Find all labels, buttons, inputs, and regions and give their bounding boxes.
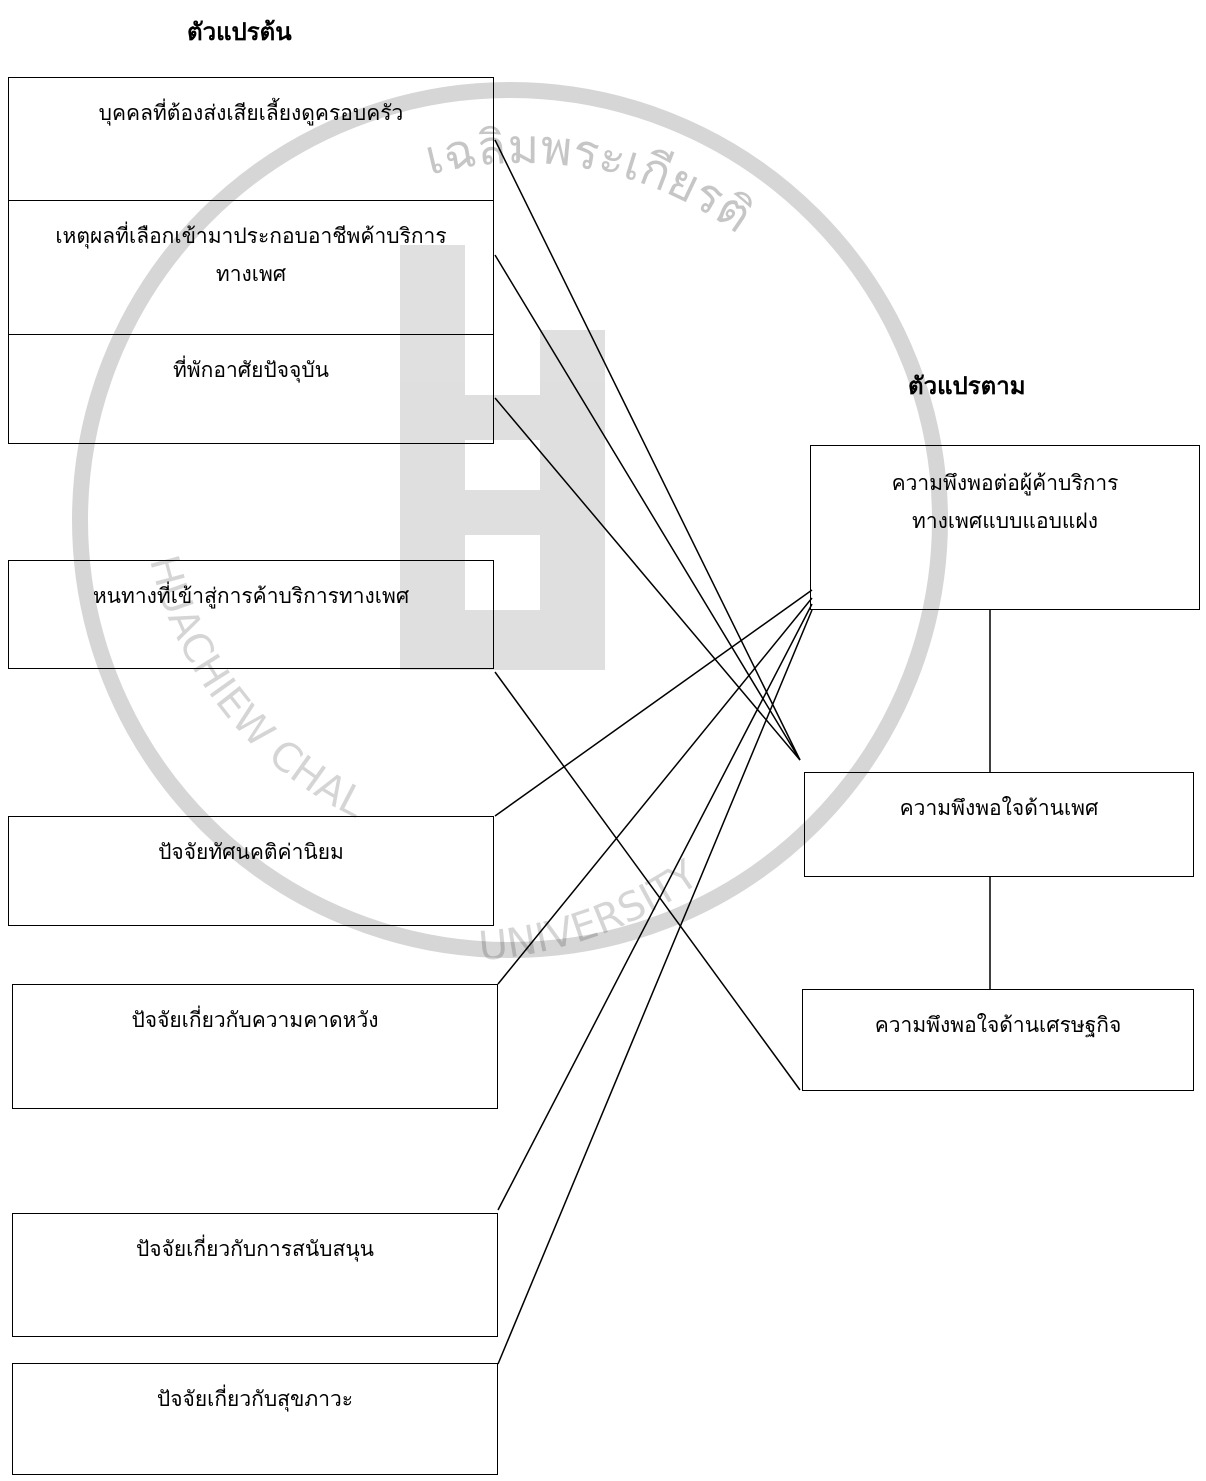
independent-variables-heading: ตัวแปรต้น [187, 17, 292, 46]
dependent-box-label-line1: ความพึงพอต่อผู้ค้าบริการ [891, 471, 1119, 495]
connector-line-1 [494, 139, 801, 761]
dependent-box-sexual-satisfaction: ความพึงพอใจด้านเพศ [804, 772, 1194, 877]
independent-box-attitude: ปัจจัยทัศนคติค่านิยม [8, 816, 494, 926]
connector-line-3 [494, 397, 801, 761]
independent-box-label: หนทางที่เข้าสู่การค้าบริการทางเพศ [92, 584, 410, 608]
connector-line-5 [494, 589, 813, 817]
independent-box-career-reason: เหตุผลที่เลือกเข้ามาประกอบอาชีพค้าบริการ… [8, 200, 494, 335]
connector-line-7 [497, 603, 813, 1211]
dependent-box-covert-worker-satisfaction: ความพึงพอต่อผู้ค้าบริการ ทางเพศแบบแอบแฝง [810, 445, 1200, 610]
dependent-box-economic-satisfaction: ความพึงพอใจด้านเศรษฐกิจ [802, 989, 1194, 1091]
connector-line-6 [497, 597, 813, 985]
independent-box-entry-path: หนทางที่เข้าสู่การค้าบริการทางเพศ [8, 560, 494, 669]
dependent-box-label: ความพึงพอใจด้านเศรษฐกิจ [874, 1013, 1122, 1037]
independent-box-label: ปัจจัยเกี่ยวกับความคาดหวัง [131, 1008, 379, 1032]
independent-box-label: ปัจจัยเกี่ยวกับการสนับสนุน [135, 1237, 375, 1261]
independent-box-expectation: ปัจจัยเกี่ยวกับความคาดหวัง [12, 984, 498, 1109]
independent-box-wellbeing: ปัจจัยเกี่ยวกับสุขภาวะ [12, 1363, 498, 1475]
dependent-box-label-line2: ทางเพศแบบแอบแฝง [911, 509, 1098, 533]
independent-box-label-line2: ทางเพศ [215, 262, 287, 286]
connector-line-2 [494, 254, 801, 761]
independent-box-residence: ที่พักอาศัยปัจจุบัน [8, 334, 494, 444]
dependent-box-label: ความพึงพอใจด้านเพศ [899, 796, 1099, 820]
independent-box-label: บุคคลที่ต้องส่งเสียเลี้ยงดูครอบครัว [98, 101, 404, 125]
independent-box-support: ปัจจัยเกี่ยวกับการสนับสนุน [12, 1213, 498, 1337]
connector-line-8 [497, 609, 813, 1365]
independent-box-label: ปัจจัยทัศนคติค่านิยม [158, 840, 344, 864]
connector-line-4 [494, 671, 801, 1091]
independent-box-label: ที่พักอาศัยปัจจุบัน [172, 358, 330, 382]
independent-box-label: ปัจจัยเกี่ยวกับสุขภาวะ [156, 1387, 354, 1411]
independent-box-label-line1: เหตุผลที่เลือกเข้ามาประกอบอาชีพค้าบริการ [55, 224, 447, 248]
independent-box-family-support: บุคคลที่ต้องส่งเสียเลี้ยงดูครอบครัว [8, 77, 494, 201]
dependent-variables-heading: ตัวแปรตาม [908, 371, 1026, 400]
